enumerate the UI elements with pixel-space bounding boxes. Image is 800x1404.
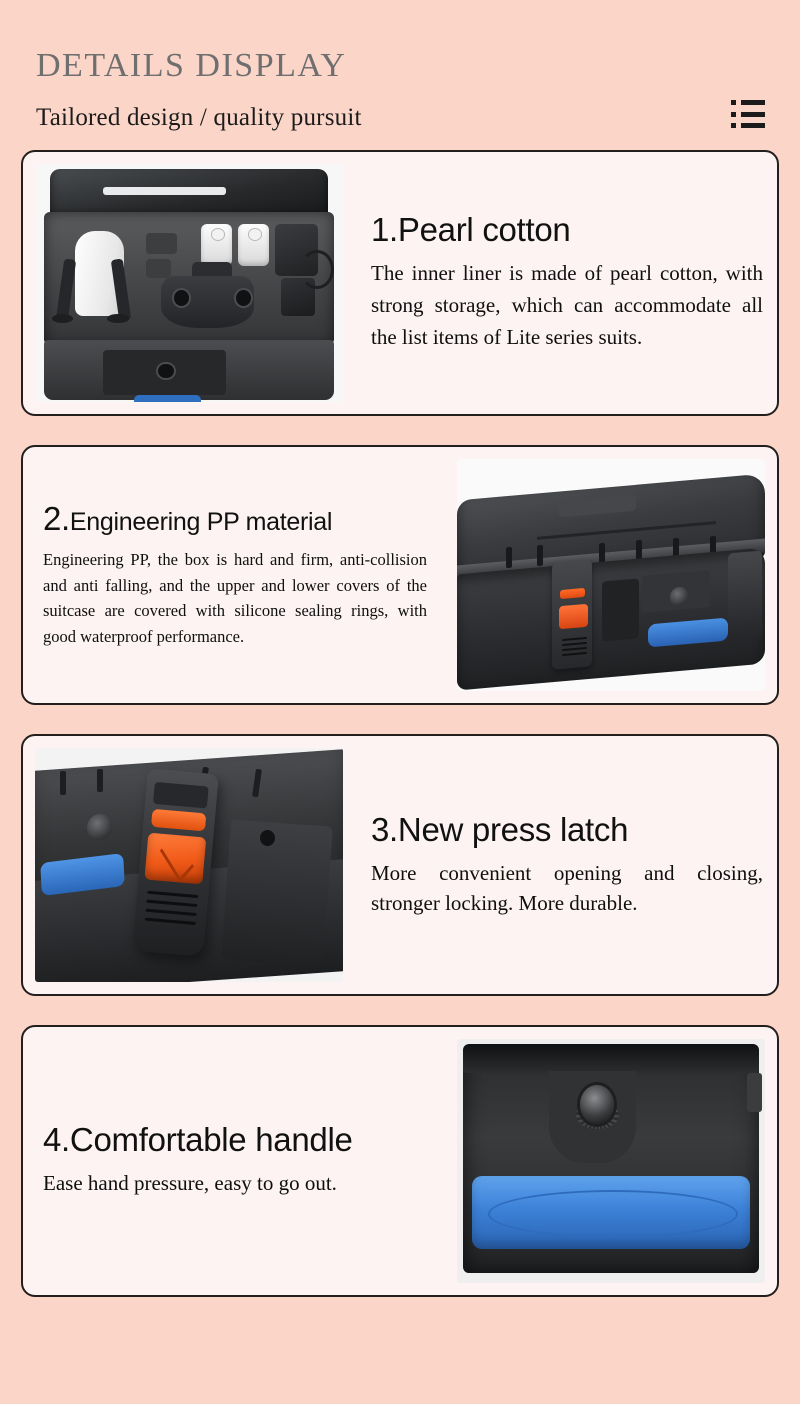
orange-press-latch-closeup-image [35,748,343,982]
feature-card-2: 2.Engineering PP material Engineering PP… [21,445,779,705]
page-title: DETAILS DISPLAY [36,47,347,84]
list-icon-line [741,111,765,117]
feature-card-list: 1.Pearl cotton The inner liner is made o… [0,150,800,1297]
list-icon-bullet [731,111,736,117]
open-case-with-drone-kit-image [35,164,343,402]
feature-text-3: 3.New press latch More convenient openin… [355,810,777,919]
feature-body-4: Ease hand pressure, easy to go out. [43,1171,337,1196]
feature-body-1: The inner liner is made of pearl cotton,… [371,261,763,350]
list-icon-row [731,100,765,105]
list-icon[interactable] [731,100,765,128]
list-icon-row [731,123,765,128]
feature-body-2: Engineering PP, the box is hard and firm… [43,550,427,646]
feature-heading-1: 1.Pearl cotton [371,210,571,248]
page-subtitle: Tailored design / quality pursuit [36,103,362,131]
feature-heading-4: 4.Comfortable handle [43,1120,353,1158]
feature-image-4 [445,1027,777,1295]
list-icon-line [741,123,765,128]
feature-text-2: 2.Engineering PP material Engineering PP… [23,499,445,650]
feature-heading-3: 3.New press latch [371,810,629,848]
feature-heading-2-number: 2. [43,499,70,537]
page-header: DETAILS DISPLAY Tailored design / qualit… [0,0,800,150]
list-icon-bullet [731,123,736,128]
list-icon-line [741,100,765,105]
feature-text-1: 1.Pearl cotton The inner liner is made o… [355,210,777,354]
feature-card-1: 1.Pearl cotton The inner liner is made o… [21,150,779,416]
feature-heading-2-label: Engineering PP material [69,507,333,536]
closed-black-case-image [457,459,765,691]
list-icon-row [731,111,765,117]
feature-image-1 [23,152,355,414]
feature-heading-2: 2.Engineering PP material [43,499,427,537]
feature-card-3: 3.New press latch More convenient openin… [21,734,779,996]
feature-image-3 [23,736,355,994]
list-icon-bullet [731,100,736,105]
feature-text-4: 4.Comfortable handle Ease hand pressure,… [23,1120,445,1200]
feature-card-4: 4.Comfortable handle Ease hand pressure,… [21,1025,779,1297]
feature-body-3: More convenient opening and closing, str… [371,860,763,916]
feature-image-2 [445,447,777,703]
blue-rubber-handle-closeup-image [457,1039,765,1283]
